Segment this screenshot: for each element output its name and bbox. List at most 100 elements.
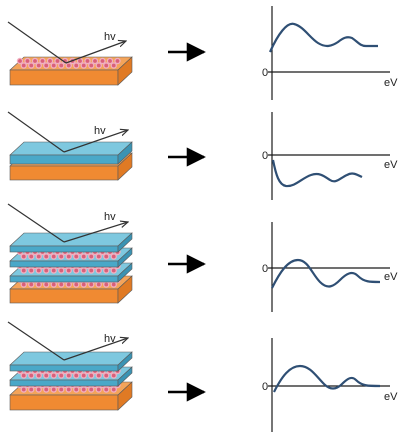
particle bbox=[29, 387, 34, 392]
substrate-side bbox=[117, 381, 133, 411]
particle bbox=[66, 63, 71, 68]
particle bbox=[81, 63, 86, 68]
row-3: hv 0 eV bbox=[7, 203, 398, 312]
particle bbox=[108, 59, 112, 63]
substrate-side bbox=[117, 56, 133, 86]
ev-label: eV bbox=[384, 159, 398, 171]
film-side bbox=[117, 141, 133, 165]
particle bbox=[74, 387, 79, 392]
particle bbox=[81, 268, 86, 273]
sample-row-2: hv bbox=[7, 111, 133, 181]
film-front bbox=[9, 245, 119, 253]
zero-label: 0 bbox=[262, 67, 268, 79]
particle bbox=[85, 59, 90, 63]
reflected-light bbox=[63, 338, 128, 361]
particle bbox=[96, 63, 101, 68]
particle bbox=[51, 387, 56, 392]
spectrum-plot-row-2: 0 eV bbox=[262, 112, 398, 200]
particle bbox=[111, 268, 116, 273]
reflected-light bbox=[63, 222, 128, 243]
substrate-front bbox=[9, 394, 119, 411]
particle bbox=[104, 63, 109, 68]
particle bbox=[48, 59, 52, 63]
particle-layer bbox=[16, 57, 121, 69]
particle bbox=[29, 254, 34, 259]
substrate-side bbox=[117, 152, 133, 181]
particle bbox=[21, 268, 26, 273]
spectrum-curve bbox=[273, 364, 381, 393]
zero-label: 0 bbox=[262, 263, 268, 275]
particle bbox=[78, 59, 82, 63]
sample-row-4: hv bbox=[7, 321, 133, 411]
particle bbox=[104, 282, 109, 287]
particle bbox=[81, 373, 86, 378]
row-1: hv 0 eV bbox=[7, 6, 398, 100]
particle bbox=[59, 282, 64, 287]
particle bbox=[44, 268, 49, 273]
particle bbox=[21, 387, 26, 392]
particle bbox=[51, 282, 56, 287]
particle bbox=[81, 387, 86, 392]
particle bbox=[89, 373, 94, 378]
particle bbox=[81, 282, 86, 287]
incident-light bbox=[7, 203, 65, 243]
particle bbox=[96, 268, 101, 273]
incident-light bbox=[7, 111, 65, 153]
particle bbox=[96, 282, 101, 287]
incident-light bbox=[7, 321, 65, 361]
film-front bbox=[9, 154, 119, 165]
particle bbox=[44, 63, 49, 68]
ev-label: eV bbox=[384, 77, 398, 89]
zero-label: 0 bbox=[262, 381, 268, 393]
particle bbox=[111, 254, 116, 259]
hv-label: hv bbox=[104, 333, 116, 345]
particle bbox=[51, 373, 56, 378]
particle bbox=[29, 63, 34, 68]
particle bbox=[89, 254, 94, 259]
particle bbox=[111, 282, 116, 287]
zero-label: 0 bbox=[262, 150, 268, 162]
particle bbox=[74, 268, 79, 273]
particle bbox=[66, 373, 71, 378]
film-side bbox=[117, 351, 133, 372]
particle bbox=[29, 282, 34, 287]
sample-row-1: hv bbox=[7, 21, 133, 86]
particle bbox=[40, 59, 45, 63]
spectrum-plot-row-1: 0 eV bbox=[262, 6, 398, 100]
film-side bbox=[117, 366, 133, 387]
particle bbox=[89, 63, 94, 68]
ev-label: eV bbox=[384, 391, 398, 403]
particle bbox=[51, 63, 56, 68]
particle bbox=[89, 387, 94, 392]
substrate-side bbox=[117, 275, 133, 304]
particle bbox=[36, 254, 41, 259]
particle bbox=[29, 268, 34, 273]
substrate-front bbox=[9, 69, 119, 86]
particle bbox=[74, 373, 79, 378]
hv-label: hv bbox=[104, 211, 116, 223]
film-front bbox=[9, 260, 119, 268]
particle bbox=[59, 268, 64, 273]
particle bbox=[59, 254, 64, 259]
particle bbox=[44, 387, 49, 392]
particle bbox=[93, 59, 97, 63]
film-side bbox=[117, 232, 133, 253]
particle bbox=[104, 254, 109, 259]
row-4: hv 0 eV bbox=[7, 321, 398, 432]
particle bbox=[21, 63, 26, 68]
particle bbox=[51, 268, 56, 273]
particle bbox=[96, 373, 101, 378]
particle bbox=[66, 282, 71, 287]
particle bbox=[59, 373, 64, 378]
particle bbox=[25, 59, 30, 63]
particle bbox=[104, 387, 109, 392]
hv-label: hv bbox=[104, 31, 116, 43]
particle bbox=[111, 63, 116, 68]
particle bbox=[100, 59, 105, 63]
particle bbox=[44, 373, 49, 378]
particle bbox=[66, 387, 71, 392]
particle bbox=[74, 254, 79, 259]
particle bbox=[36, 268, 41, 273]
film-side bbox=[117, 262, 133, 283]
particle bbox=[111, 373, 116, 378]
